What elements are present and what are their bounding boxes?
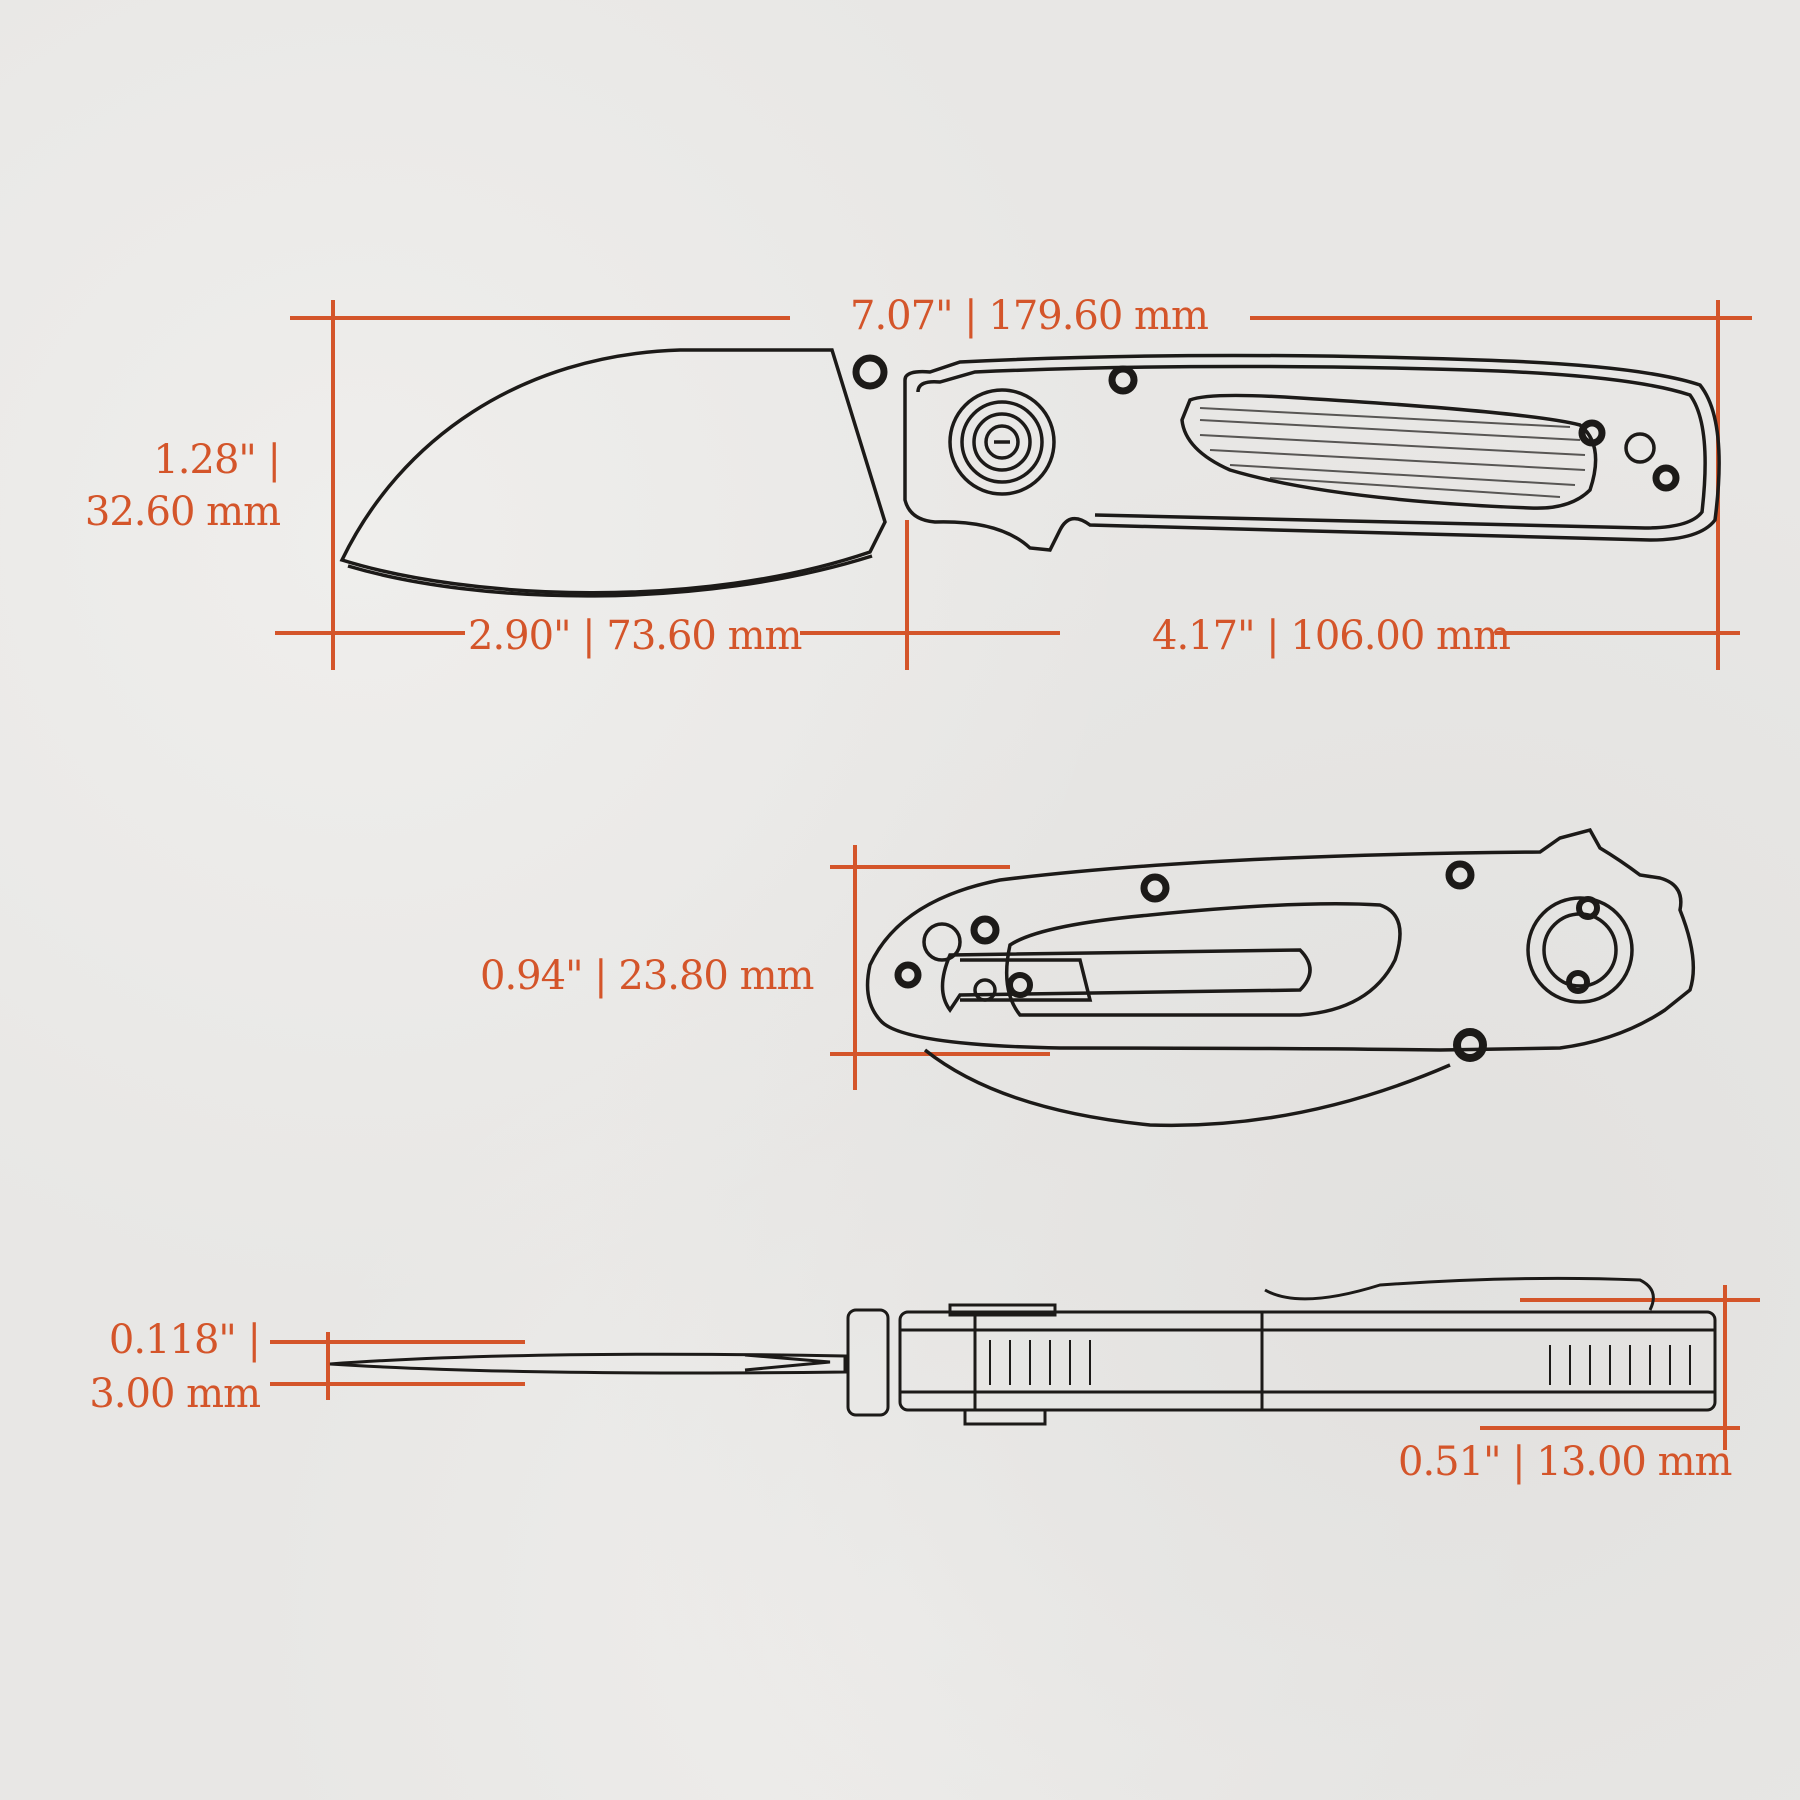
blade-length-label: 2.90" | 73.60 mm	[468, 613, 802, 659]
knife-closed-side-view	[865, 827, 1696, 1128]
blade-thickness-label-line2: 3.00 mm	[89, 1371, 261, 1417]
knife-open-side-view	[339, 348, 1721, 598]
handle-thickness-label: 0.51" | 13.00 mm	[1398, 1439, 1732, 1485]
blade-thickness-label-line1: 0.118" |	[108, 1317, 261, 1363]
handle-length-label: 4.17" | 106.00 mm	[1152, 613, 1511, 659]
knife-top-view	[329, 1276, 1717, 1426]
overall-length-label: 7.07" | 179.60 mm	[850, 293, 1209, 339]
closed-width-label: 0.94" | 23.80 mm	[480, 953, 814, 999]
blade-height-label-line1: 1.28" |	[153, 437, 281, 483]
blade-height-label-line2: 32.60 mm	[84, 489, 281, 535]
dimension-lines	[270, 300, 1760, 1450]
